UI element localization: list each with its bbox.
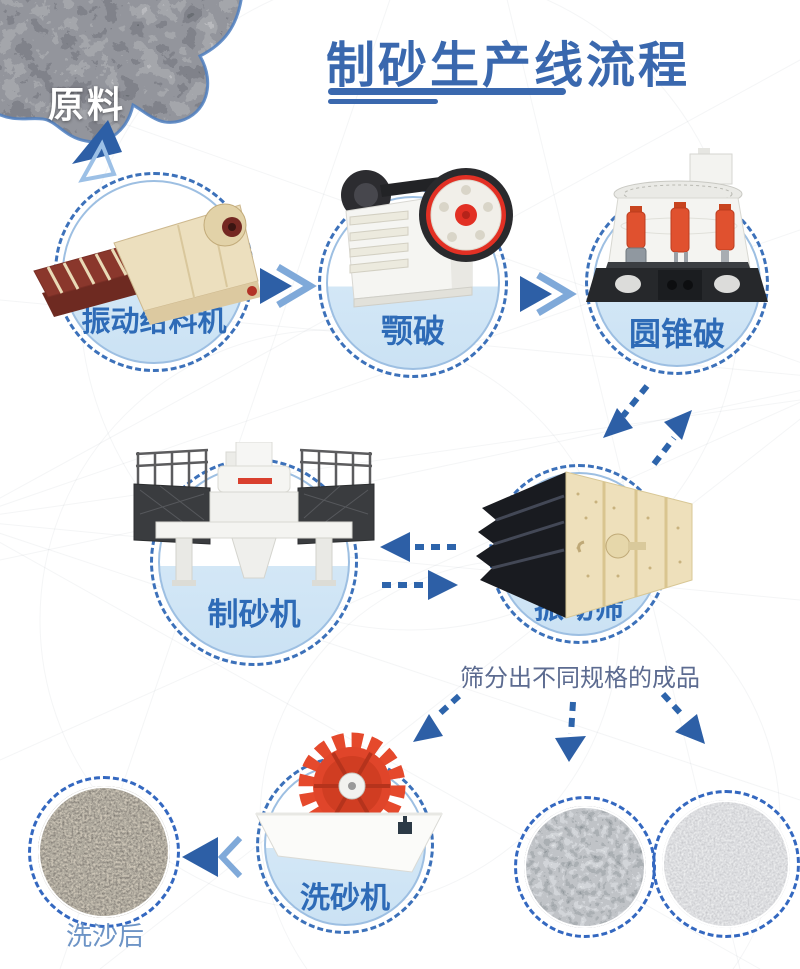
arrow-note-to-fine [660, 691, 705, 744]
page-title: 制砂生产线流程 [326, 39, 691, 93]
arrow-raw-to-feeder [72, 120, 122, 183]
arrow-washer-to-washed [182, 835, 243, 879]
stage-label-sand-maker: 制砂机 [207, 597, 301, 633]
fine-aggregate-photo [652, 790, 800, 938]
arrow-screen-to-cone [651, 410, 692, 466]
stage-label-cone-crusher: 圆锥破 [628, 315, 725, 352]
arrow-screen-to-sand-maker [380, 532, 456, 562]
title-underline-short [328, 99, 438, 104]
arrow-sand-maker-to-screen [382, 570, 458, 600]
arrow-note-to-coarse [555, 701, 586, 762]
jaw-crusher-illustration [341, 168, 513, 308]
sand-washer-illustration [255, 732, 443, 873]
vibrating-screen-illustration [476, 471, 693, 619]
washed-sand-label: 洗沙后 [65, 921, 144, 951]
arrow-jaw-to-cone [520, 272, 577, 317]
cone-crusher-illustration [586, 148, 768, 302]
sand-maker-illustration [133, 442, 375, 586]
screen-output-note: 筛分出不同规格的成品 [460, 665, 700, 692]
vibrating-feeder-illustration [33, 203, 261, 325]
coarse-aggregate-photo [514, 796, 656, 938]
stage-label-sand-washer: 洗砂机 [300, 882, 390, 916]
raw-material-label: 原料 [48, 84, 127, 125]
arrow-cone-to-screen [603, 384, 650, 438]
raw-material-photo [0, 0, 243, 144]
stage-label-jaw-crusher: 颚破 [380, 312, 445, 349]
arrow-note-to-washer [413, 693, 462, 742]
arrow-feeder-to-jaw [260, 264, 317, 309]
title-underline [328, 88, 566, 95]
washed-sand-photo [28, 776, 180, 928]
